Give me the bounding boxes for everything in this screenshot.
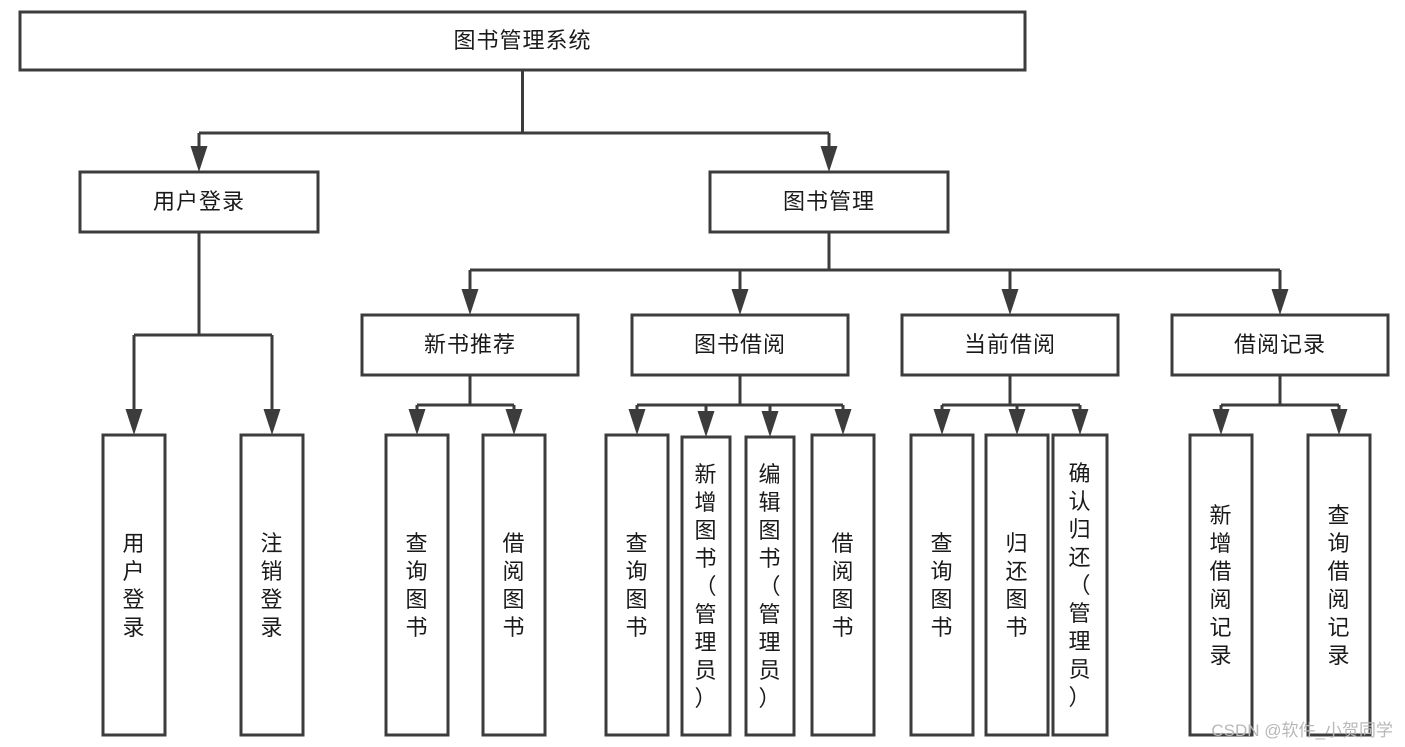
node-l3-new[interactable]: 新书推荐 [360,313,580,377]
node-label: 归还图书 [1005,531,1028,640]
node-box [1170,313,1390,377]
node-box [239,433,305,737]
node-root[interactable]: 图书管理系统 [18,10,1027,72]
node-leaf-bor-edit[interactable]: 编辑图书（管理员） [744,435,796,737]
node-label: 新增图书（管理员） [694,462,717,711]
node-box [744,435,796,737]
arrow-head-icon [933,409,951,435]
arrow-head-icon [820,146,838,172]
node-box [810,433,876,737]
node-label: 当前借阅 [964,332,1056,357]
node-leaf-cur-query[interactable]: 查询图书 [909,433,975,737]
arrow-head-icon [263,409,281,435]
node-box [680,435,732,737]
node-label: 查询借阅记录 [1327,503,1350,668]
node-box [360,313,580,377]
node-label: 借阅图书 [502,531,525,640]
node-box [78,170,320,234]
node-leaf-new-query[interactable]: 查询图书 [384,433,450,737]
node-label: 查询图书 [930,531,953,640]
node-box [604,433,670,737]
node-l3-current[interactable]: 当前借阅 [900,313,1120,377]
node-l2-user[interactable]: 用户登录 [78,170,320,234]
node-label: 注销登录 [260,531,283,640]
node-label: 借阅图书 [831,531,854,640]
node-leaf-user-logout[interactable]: 注销登录 [239,433,305,737]
arrow-head-icon [408,409,426,435]
arrow-head-icon [461,289,479,315]
arrow-head-icon [1271,289,1289,315]
node-box [481,433,547,737]
node-label: 编辑图书（管理员） [758,462,781,711]
node-label: 查询图书 [405,531,428,640]
arrow-head-icon [1212,409,1230,435]
node-label: 借阅记录 [1234,332,1326,357]
node-box [708,170,950,234]
node-box [909,433,975,737]
node-leaf-rec-add[interactable]: 新增借阅记录 [1188,433,1254,737]
node-label: 查询图书 [625,531,648,640]
arrow-head-icon [125,409,143,435]
node-leaf-rec-query[interactable]: 查询借阅记录 [1306,433,1372,737]
arrow-head-icon [1330,409,1348,435]
arrow-head-icon [731,289,749,315]
node-box [384,433,450,737]
arrow-head-icon [834,409,852,435]
node-box [101,433,167,737]
node-label: 新增借阅记录 [1209,503,1232,668]
node-box [1306,433,1372,737]
node-label: 用户登录 [153,189,245,214]
node-leaf-bor-query[interactable]: 查询图书 [604,433,670,737]
arrow-head-icon [628,409,646,435]
node-leaf-cur-confirm[interactable]: 确认归还（管理员） [1051,433,1109,737]
node-leaf-cur-return[interactable]: 归还图书 [984,433,1050,737]
node-leaf-bor-lend[interactable]: 借阅图书 [810,433,876,737]
node-leaf-new-borrow[interactable]: 借阅图书 [481,433,547,737]
node-label: 图书管理系统 [453,28,591,53]
arrow-head-icon [697,411,715,437]
arrow-head-icon [1071,409,1089,435]
arrow-head-icon [1001,289,1019,315]
node-label: 用户登录 [122,531,145,640]
node-label: 图书借阅 [694,332,786,357]
node-label: 新书推荐 [424,332,516,357]
arrow-head-icon [761,411,779,437]
node-leaf-bor-add[interactable]: 新增图书（管理员） [680,435,732,737]
watermark-label: CSDN @软件_小贺同学 [1211,721,1393,740]
node-box [1188,433,1254,737]
arrow-head-icon [190,146,208,172]
node-label: 确认归还（管理员） [1068,461,1091,710]
node-layer: 图书管理系统用户登录图书管理新书推荐图书借阅当前借阅借阅记录用户登录注销登录查询… [18,10,1390,737]
node-l3-borrow[interactable]: 图书借阅 [630,313,850,377]
node-l3-record[interactable]: 借阅记录 [1170,313,1390,377]
node-box [984,433,1050,737]
node-box [18,10,1027,72]
node-box [630,313,850,377]
arrow-head-icon [505,409,523,435]
node-box [1051,433,1109,737]
node-leaf-user-login[interactable]: 用户登录 [101,433,167,737]
node-l2-book[interactable]: 图书管理 [708,170,950,234]
node-box [900,313,1120,377]
node-label: 图书管理 [783,189,875,214]
connector-layer [125,70,1348,437]
arrow-head-icon [1008,409,1026,435]
